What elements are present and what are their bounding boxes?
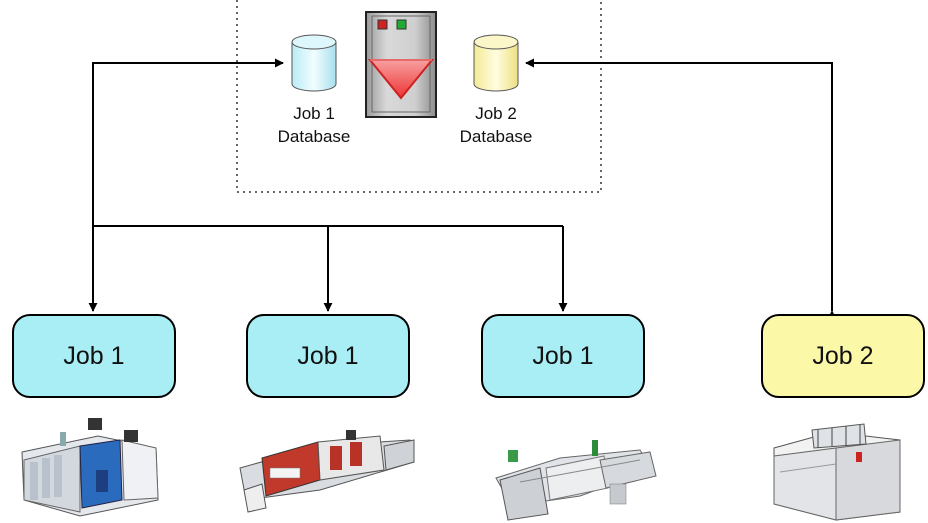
job-box-4[interactable]: Job 2 xyxy=(761,314,925,398)
database-label-line2: Database xyxy=(277,127,351,146)
database-label-line1: Job 2 xyxy=(475,104,517,123)
job-label: Job 2 xyxy=(812,341,874,370)
job1-database-label: Job 1 Database xyxy=(262,102,366,148)
server-icon xyxy=(365,11,437,118)
database-icon xyxy=(473,34,519,92)
conveyor-machine-icon xyxy=(239,430,415,513)
job2-database-label: Job 2 Database xyxy=(444,102,548,148)
job-box-1[interactable]: Job 1 xyxy=(12,314,176,398)
conveyor-machine-icon xyxy=(495,440,657,521)
assembly-machine-icon xyxy=(21,418,159,517)
job-label: Job 1 xyxy=(532,341,594,370)
server-boundary xyxy=(236,0,602,193)
database-label-line2: Database xyxy=(459,127,533,146)
job2-link-line xyxy=(525,58,837,320)
job-box-2[interactable]: Job 1 xyxy=(246,314,410,398)
workbench-machine-icon xyxy=(773,423,901,521)
database-label-line1: Job 1 xyxy=(293,104,335,123)
job-box-3[interactable]: Job 1 xyxy=(481,314,645,398)
job-label: Job 1 xyxy=(63,341,125,370)
job1-link-line xyxy=(92,58,284,300)
database-icon xyxy=(291,34,337,92)
job-label: Job 1 xyxy=(297,341,359,370)
